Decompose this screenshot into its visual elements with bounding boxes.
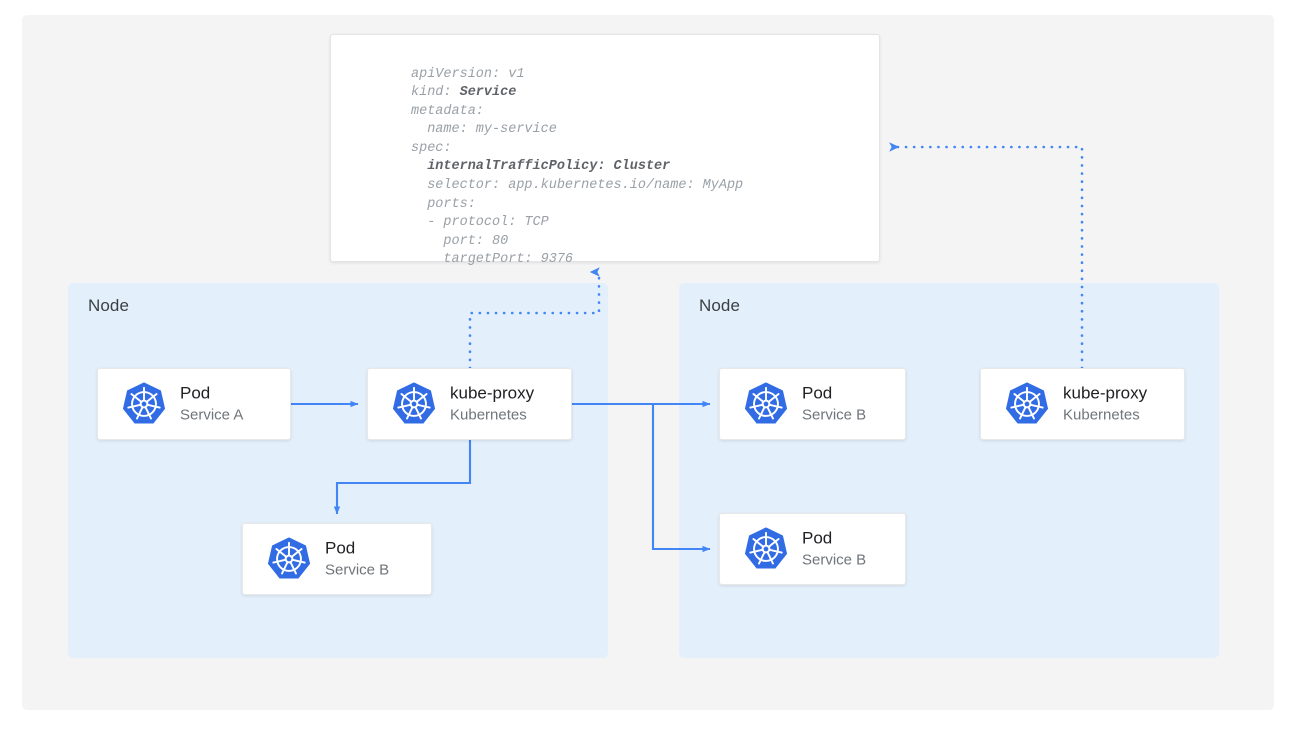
kubernetes-icon [1004,381,1050,427]
node-label-right: Node [699,296,741,315]
kube-proxy-card-left[interactable]: kube-proxy Kubernetes [367,368,572,440]
kubernetes-icon [391,381,437,427]
yaml-line-targetport: targetPort: 9376 [411,252,574,268]
kubernetes-icon [743,526,789,572]
yaml-line-ports: ports: [411,196,476,212]
pod-card-service-b-right-node-bottom[interactable]: Pod Service B [719,513,906,585]
yaml-line-metadata: metadata: [411,103,484,119]
pod-title: Pod [180,383,211,403]
yaml-line-apiversion: apiVersion: v1 [411,66,525,82]
pod-card-service-a[interactable]: Pod Service A [97,368,291,440]
pod-title: Pod [325,538,356,558]
node-container-right: Node [679,283,1219,658]
pod-card-service-b-left-node[interactable]: Pod Service B [242,523,432,595]
yaml-line-kind-value: Service [459,85,517,101]
kube-proxy-subtitle: Kubernetes [450,406,527,424]
pod-subtitle: Service B [325,561,390,579]
yaml-line-port: port: 80 [411,233,509,249]
kubernetes-icon [743,381,789,427]
yaml-line-protocol: - protocol: TCP [411,215,549,231]
service-spec-card: apiVersion: v1 kind: Service metadata: n… [330,34,880,267]
pod-subtitle: Service B [802,406,867,424]
kubernetes-icon [121,381,167,427]
service-spec-code: apiVersion: v1 kind: Service metadata: n… [411,66,743,271]
yaml-line-spec: spec: [411,140,452,156]
kube-proxy-card-right[interactable]: kube-proxy Kubernetes [980,368,1185,440]
yaml-line-internal-traffic-policy: internalTrafficPolicy: Cluster [411,159,671,175]
node-container-left: Node [68,283,608,658]
kube-proxy-title: kube-proxy [1063,383,1148,403]
kube-proxy-title: kube-proxy [450,383,535,403]
yaml-line-name: name: my-service [411,122,557,138]
yaml-line-selector: selector: app.kubernetes.io/name: MyApp [411,178,744,194]
pod-title: Pod [802,528,833,548]
pod-card-service-b-right-node-top[interactable]: Pod Service B [719,368,906,440]
yaml-line-kind-key: kind: [411,85,460,101]
pod-subtitle: Service B [802,551,867,569]
pod-subtitle: Service A [180,406,244,424]
kubernetes-icon [266,536,312,582]
node-label-left: Node [88,296,130,315]
kube-proxy-subtitle: Kubernetes [1063,406,1140,424]
pod-title: Pod [802,383,833,403]
